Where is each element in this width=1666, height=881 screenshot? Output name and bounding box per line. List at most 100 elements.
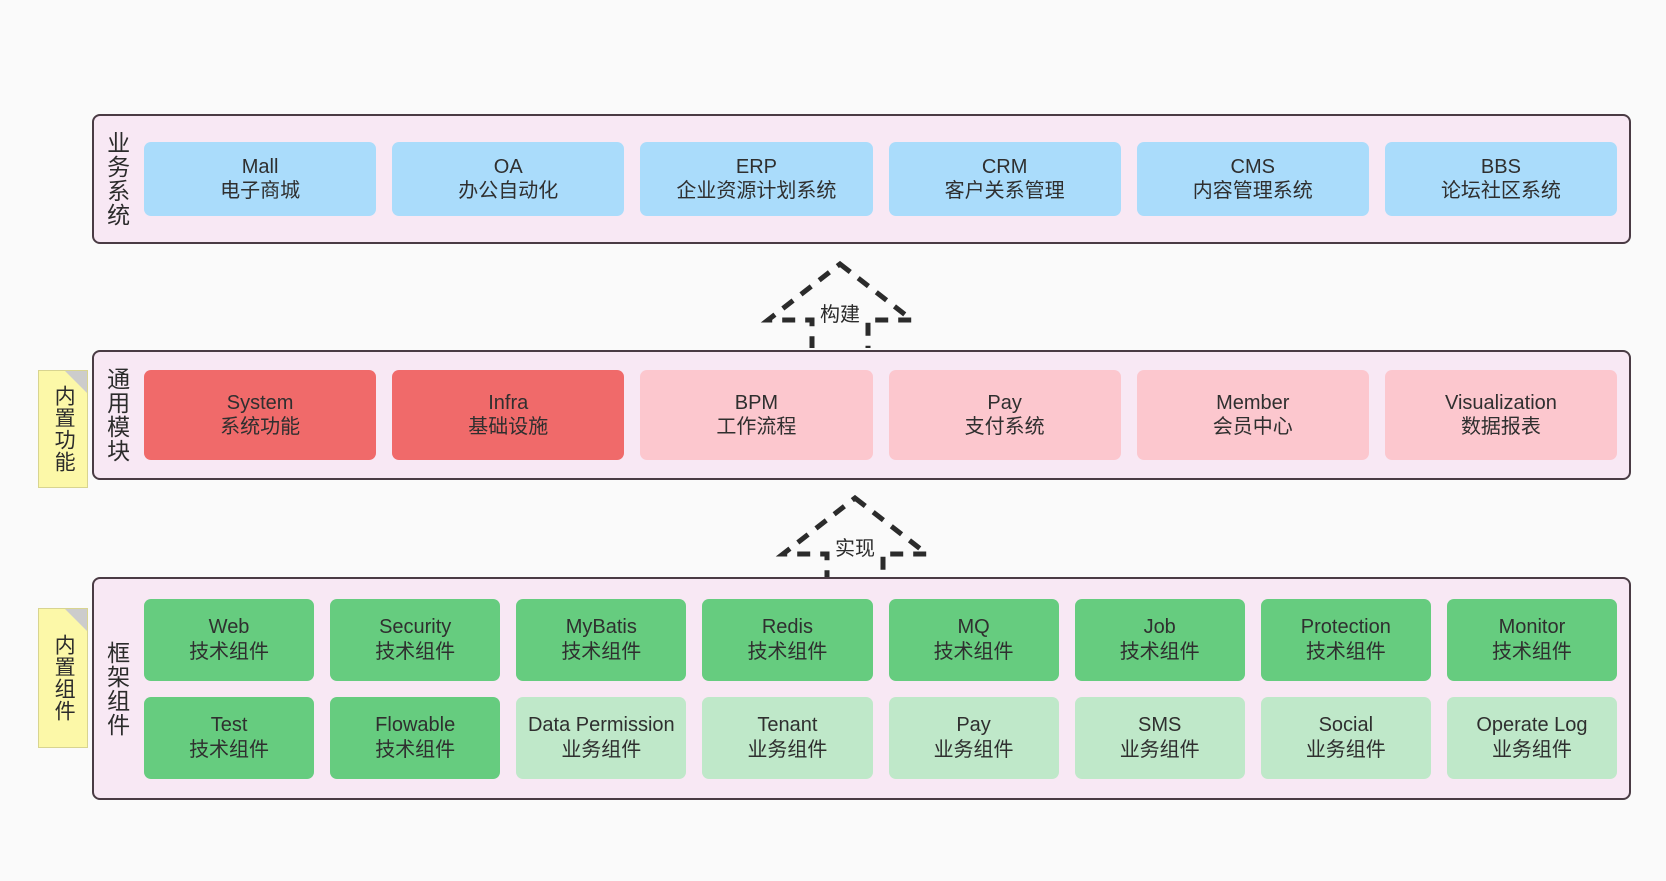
layer-framework-component: 框架组件 Web 技术组件 Security 技术组件 MyBatis 技术组件…	[92, 577, 1631, 800]
card-system[interactable]: System 系统功能	[144, 370, 377, 460]
card-bpm[interactable]: BPM 工作流程	[640, 370, 873, 460]
arrow-implement: 实现	[775, 492, 935, 582]
card-subtitle: 系统功能	[220, 416, 301, 438]
card-title: Job	[1143, 616, 1176, 639]
note-fold-corner-icon	[65, 609, 87, 631]
layer-business-system: 业务系统 Mall 电子商城 OA 办公自动化 ERP 企业资源计划系统 CRM…	[92, 114, 1631, 244]
card-title: MQ	[957, 616, 990, 639]
card-mall[interactable]: Mall 电子商城	[144, 142, 377, 216]
note-builtin-function: 内置功能	[38, 370, 88, 488]
card-title: Data Permission	[527, 714, 675, 737]
card-title: Monitor	[1498, 616, 1566, 639]
card-title: Flowable	[375, 714, 456, 737]
card-subtitle: 业务组件	[933, 738, 1014, 761]
card-title: MyBatis	[565, 616, 637, 639]
card-subtitle: 业务组件	[561, 738, 642, 761]
card-title: System	[226, 391, 294, 414]
card-subtitle: 电子商城	[220, 180, 301, 202]
card-pay[interactable]: Pay 支付系统	[888, 370, 1121, 460]
card-social[interactable]: Social 业务组件	[1260, 696, 1431, 779]
layer-title-business-system: 业务系统	[103, 131, 130, 227]
layer-body-business-system: Mall 电子商城 OA 办公自动化 ERP 企业资源计划系统 CRM 客户关系…	[138, 116, 1629, 242]
note-label: 内置组件	[52, 634, 76, 722]
card-subtitle: 技术组件	[747, 640, 828, 663]
card-title: Infra	[488, 391, 529, 414]
card-subtitle: 内容管理系统	[1192, 180, 1313, 202]
card-subtitle: 会员中心	[1212, 416, 1293, 438]
card-mybatis[interactable]: MyBatis 技术组件	[516, 598, 687, 681]
card-monitor[interactable]: Monitor 技术组件	[1446, 598, 1617, 681]
card-subtitle: 技术组件	[1305, 640, 1386, 663]
card-title: Pay	[987, 391, 1022, 414]
card-test[interactable]: Test 技术组件	[144, 696, 315, 779]
card-visualization[interactable]: Visualization 数据报表	[1384, 370, 1618, 460]
card-tenant[interactable]: Tenant 业务组件	[702, 696, 873, 779]
card-title: CMS	[1230, 155, 1275, 178]
card-infra[interactable]: Infra 基础设施	[392, 370, 625, 460]
card-operate-log[interactable]: Operate Log 业务组件	[1446, 696, 1617, 779]
card-mq[interactable]: MQ 技术组件	[888, 598, 1059, 681]
card-security[interactable]: Security 技术组件	[330, 598, 501, 681]
card-sms[interactable]: SMS 业务组件	[1074, 696, 1245, 779]
card-bbs[interactable]: BBS 论坛社区系统	[1384, 142, 1618, 216]
card-subtitle: 技术组件	[375, 738, 456, 761]
arrow-build-label: 构建	[820, 304, 860, 326]
card-job[interactable]: Job 技术组件	[1074, 598, 1245, 681]
card-crm[interactable]: CRM 客户关系管理	[888, 142, 1121, 216]
card-web[interactable]: Web 技术组件	[144, 598, 315, 681]
card-title: SMS	[1138, 714, 1182, 737]
note-builtin-component: 内置组件	[38, 608, 88, 748]
card-subtitle: 办公自动化	[458, 180, 559, 202]
card-title: Member	[1216, 391, 1290, 414]
card-subtitle: 业务组件	[1491, 738, 1572, 761]
card-row: System 系统功能 Infra 基础设施 BPM 工作流程 Pay 支付系统…	[144, 370, 1618, 460]
arrow-up-dashed-icon	[775, 494, 935, 582]
card-subtitle: 技术组件	[189, 738, 270, 761]
layer-common-module: 通用模块 System 系统功能 Infra 基础设施 BPM 工作流程 Pay…	[92, 350, 1631, 480]
card-subtitle: 客户关系管理	[944, 180, 1065, 202]
card-subtitle: 业务组件	[1305, 738, 1386, 761]
layer-title-framework-component: 框架组件	[103, 640, 130, 737]
card-row: Web 技术组件 Security 技术组件 MyBatis 技术组件 Redi…	[144, 598, 1617, 681]
card-title: Web	[208, 616, 250, 639]
card-title: Visualization	[1444, 391, 1557, 414]
card-subtitle: 数据报表	[1460, 416, 1541, 438]
card-redis[interactable]: Redis 技术组件	[702, 598, 873, 681]
card-erp[interactable]: ERP 企业资源计划系统	[640, 142, 873, 216]
card-title: OA	[493, 155, 523, 178]
arrow-implement-label: 实现	[835, 538, 875, 560]
card-row: Mall 电子商城 OA 办公自动化 ERP 企业资源计划系统 CRM 客户关系…	[144, 142, 1618, 216]
card-subtitle: 企业资源计划系统	[676, 180, 837, 202]
card-title: BPM	[734, 391, 779, 414]
card-subtitle: 技术组件	[1491, 640, 1572, 663]
card-data-permission[interactable]: Data Permission 业务组件	[516, 696, 687, 779]
card-protection[interactable]: Protection 技术组件	[1260, 598, 1431, 681]
card-pay-business[interactable]: Pay 业务组件	[888, 696, 1059, 779]
card-subtitle: 技术组件	[189, 640, 270, 663]
card-title: BBS	[1480, 155, 1521, 178]
card-subtitle: 业务组件	[1119, 738, 1200, 761]
card-title: Operate Log	[1476, 714, 1588, 737]
card-subtitle: 工作流程	[716, 416, 797, 438]
card-oa[interactable]: OA 办公自动化	[392, 142, 625, 216]
card-member[interactable]: Member 会员中心	[1136, 370, 1369, 460]
card-title: Protection	[1300, 616, 1391, 639]
card-subtitle: 论坛社区系统	[1440, 180, 1561, 202]
card-title: Test	[210, 714, 248, 737]
card-title: Security	[379, 616, 452, 639]
card-flowable[interactable]: Flowable 技术组件	[330, 696, 501, 779]
card-subtitle: 技术组件	[933, 640, 1014, 663]
layer-body-common-module: System 系统功能 Infra 基础设施 BPM 工作流程 Pay 支付系统…	[138, 352, 1629, 478]
arrow-build: 构建	[760, 258, 920, 348]
card-subtitle: 支付系统	[964, 416, 1045, 438]
card-subtitle: 技术组件	[375, 640, 456, 663]
card-subtitle: 业务组件	[747, 738, 828, 761]
card-cms[interactable]: CMS 内容管理系统	[1136, 142, 1369, 216]
card-subtitle: 技术组件	[561, 640, 642, 663]
card-title: Mall	[241, 155, 279, 178]
card-title: Tenant	[757, 714, 818, 737]
note-label: 内置功能	[52, 385, 76, 473]
layer-body-framework-component: Web 技术组件 Security 技术组件 MyBatis 技术组件 Redi…	[138, 579, 1629, 798]
card-title: Pay	[956, 714, 991, 737]
